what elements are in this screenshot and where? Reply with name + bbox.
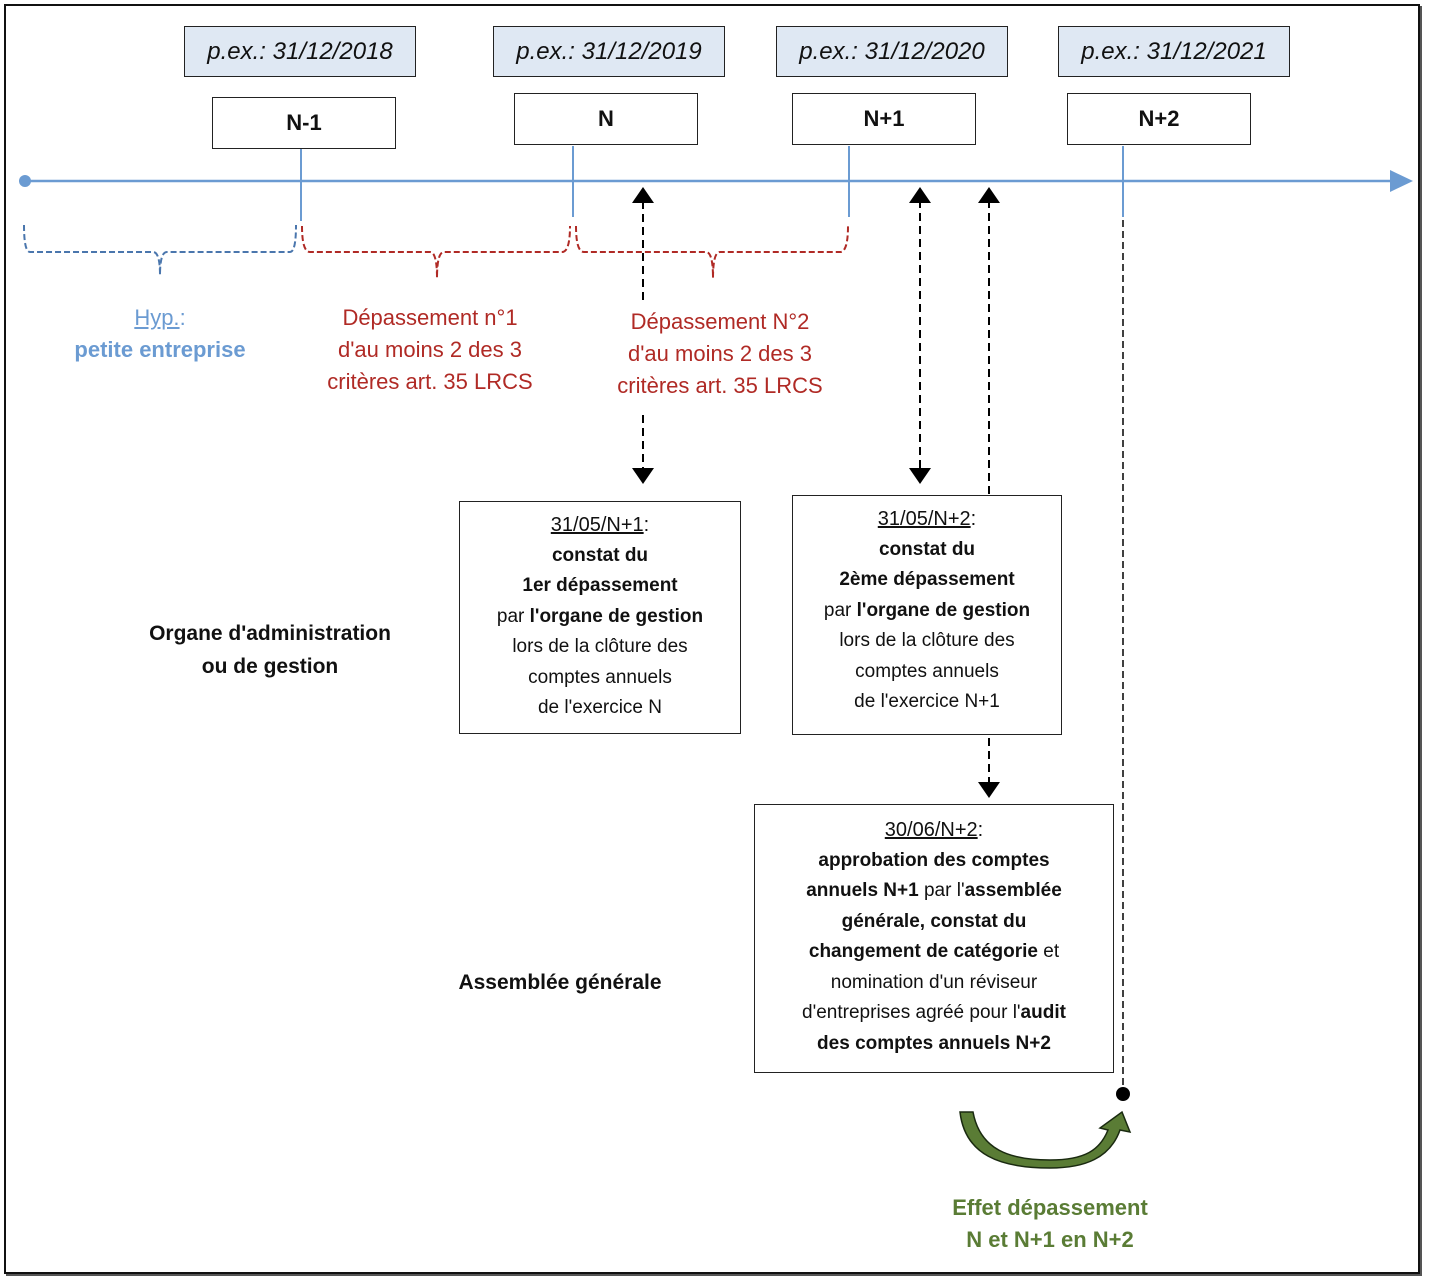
- hypothesis-value: petite entreprise: [74, 337, 246, 362]
- event-assembly-date: 30/06/N+2: [884, 819, 978, 841]
- date-label: p.ex.: 31/12/2019: [516, 37, 702, 65]
- event-assembly-line5: nomination d'un réviseur: [830, 971, 1038, 993]
- event-assembly-line6-pre: d'entreprises agréé pour l': [802, 1002, 1021, 1023]
- event-first-line3-pre: par: [496, 605, 530, 627]
- event-first-line1: constat du: [551, 544, 649, 566]
- effect-line1: Effet dépassement: [952, 1195, 1148, 1220]
- exceed-2-line3: critères art. 35 LRCS: [617, 373, 823, 398]
- event-assembly-line4-bold: changement de catégorie: [808, 941, 1038, 962]
- date-box-2021: p.ex.: 31/12/2021: [1058, 26, 1290, 77]
- date-label: p.ex.: 31/12/2021: [1081, 37, 1267, 65]
- exceed-1-line3: critères art. 35 LRCS: [327, 369, 533, 394]
- year-label: N+1: [863, 106, 905, 131]
- event-first-line3-bold: l'organe de gestion: [529, 605, 704, 627]
- event-assembly-line6-bold: audit: [1020, 1002, 1066, 1023]
- hypothesis-colon: :: [179, 305, 186, 330]
- year-label: N+2: [1138, 106, 1180, 131]
- hypothesis-prefix: Hyp.: [134, 305, 180, 330]
- year-label: N: [598, 106, 614, 131]
- event-first-line6: de l'exercice N: [537, 697, 662, 718]
- date-label: p.ex.: 31/12/2020: [799, 37, 985, 65]
- event-first-line5: comptes annuels: [528, 666, 672, 688]
- actor-management-line2: ou de gestion: [201, 655, 339, 678]
- arrowhead-first-up: [632, 187, 654, 203]
- arrowhead-second-up: [909, 187, 931, 203]
- year-box-n-minus-1: N-1: [212, 97, 396, 149]
- actor-assembly-line1: Assemblée générale: [458, 971, 662, 994]
- year-box-n-plus-2: N+2: [1067, 93, 1251, 145]
- event-box-assembly: 30/06/N+2: approbation des comptes annue…: [754, 804, 1114, 1073]
- event-second-line2: 2ème dépassement: [839, 569, 1015, 590]
- brace-exceed-2: [575, 225, 849, 279]
- timeline-arrowhead: [1390, 170, 1413, 192]
- brace-hypothesis: [23, 224, 297, 276]
- event-assembly-line4-rest: et: [1038, 941, 1060, 962]
- event-second-line5: comptes annuels: [855, 660, 999, 682]
- timeline-start-dot: [19, 175, 31, 187]
- effect-dot: [1116, 1087, 1130, 1101]
- event-second-line4: lors de la clôture des: [839, 630, 1015, 651]
- exceed-2-label: Dépassement N°2 d'au moins 2 des 3 critè…: [580, 306, 860, 402]
- year-box-n-plus-1: N+1: [792, 93, 976, 145]
- date-label: p.ex.: 31/12/2018: [207, 37, 393, 65]
- event-assembly-line1: approbation des comptes: [818, 849, 1050, 871]
- event-assembly-line3: générale, constat du: [841, 910, 1027, 932]
- exceed-2-line2: d'au moins 2 des 3: [628, 341, 812, 366]
- exceed-1-line2: d'au moins 2 des 3: [338, 337, 522, 362]
- actor-management-label: Organe d'administration ou de gestion: [110, 617, 430, 683]
- event-box-first-exceed: 31/05/N+1: constat du 1er dépassement pa…: [459, 501, 741, 734]
- diagram-frame: [4, 4, 1420, 1274]
- actor-management-line1: Organe d'administration: [149, 622, 391, 645]
- event-assembly-line2-bold2: assemblée: [964, 880, 1062, 901]
- event-first-line4: lors de la clôture des: [512, 636, 688, 657]
- event-second-line3-bold: l'organe de gestion: [856, 599, 1031, 621]
- brace-exceed-1: [301, 225, 571, 279]
- arrowhead-assembly-down: [978, 782, 1000, 798]
- hypothesis-label: Hyp.: petite entreprise: [40, 302, 280, 366]
- event-assembly-line2-bold: annuels N+1: [806, 880, 919, 901]
- effect-label: Effet dépassement N et N+1 en N+2: [900, 1192, 1200, 1256]
- date-box-2018: p.ex.: 31/12/2018: [184, 26, 416, 77]
- exceed-1-line1: Dépassement n°1: [342, 305, 518, 330]
- event-second-line1: constat du: [878, 538, 976, 560]
- arrowhead-first-down: [632, 468, 654, 484]
- colon: :: [977, 819, 984, 841]
- colon: :: [970, 508, 977, 530]
- year-box-n: N: [514, 93, 698, 145]
- event-box-second-exceed: 31/05/N+2: constat du 2ème dépassement p…: [792, 495, 1062, 735]
- date-box-2019: p.ex.: 31/12/2019: [493, 26, 725, 77]
- actor-assembly-label: Assemblée générale: [410, 966, 710, 999]
- event-second-line3-pre: par: [823, 599, 857, 621]
- exceed-2-line1: Dépassement N°2: [630, 309, 810, 334]
- event-first-line2: 1er dépassement: [522, 575, 678, 596]
- date-box-2020: p.ex.: 31/12/2020: [776, 26, 1008, 77]
- event-second-line6: de l'exercice N+1: [854, 691, 1000, 712]
- effect-curved-arrow-icon: [959, 1110, 1132, 1169]
- arrowhead-second-down: [909, 468, 931, 484]
- event-second-date: 31/05/N+2: [877, 508, 971, 530]
- exceed-1-label: Dépassement n°1 d'au moins 2 des 3 critè…: [290, 302, 570, 398]
- colon: :: [643, 514, 650, 536]
- event-first-date: 31/05/N+1: [550, 514, 644, 536]
- arrowhead-assembly-up: [978, 187, 1000, 203]
- effect-line2: N et N+1 en N+2: [966, 1227, 1134, 1252]
- event-assembly-line2-mid: par l': [918, 880, 965, 901]
- event-assembly-line7: des comptes annuels N+2: [817, 1032, 1051, 1054]
- year-label: N-1: [286, 110, 322, 135]
